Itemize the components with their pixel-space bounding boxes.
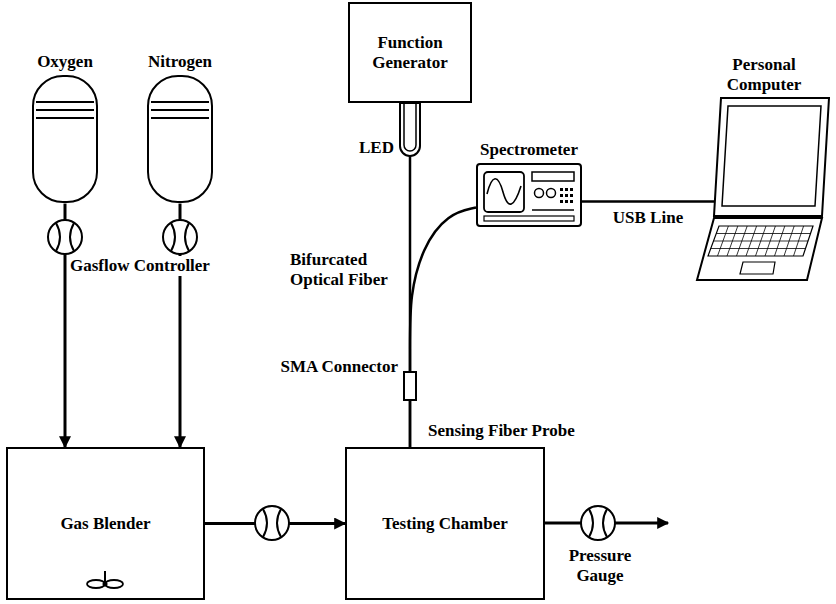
box-title: Gas Blender [60,514,150,534]
device-label: Spectrometer [480,140,578,160]
pressure-gauge-symbol [581,506,615,540]
usb-cable [582,200,714,203]
part-label: Bifurcated Optical Fiber [288,250,404,289]
gas-cylinder: Nitrogen [138,52,222,204]
part-label: SMA Connector [278,357,400,377]
mixer-fan-symbol [87,571,123,588]
part-label: Pressure Gauge [556,546,644,585]
part-label: Gasflow Controller [68,256,212,276]
led-symbol [400,103,420,156]
chamber-box: Testing Chamber [345,447,545,600]
optical-fiber [410,208,476,447]
box-title: Testing Chamber [382,514,507,534]
flow-controller-symbol [48,220,82,254]
gas-cylinder: Oxygen [23,52,107,204]
generator-box: Function Generator [348,2,472,103]
device-label: Oxygen [37,52,93,72]
flow-meter-symbol [255,506,289,540]
edge-label: USB Line [611,208,685,228]
gas-cylinder-drawing [23,74,107,204]
part-label: LED [357,138,396,158]
sma-connector-symbol [404,372,416,400]
gas-cylinder-drawing [138,74,222,204]
computer-icon-drawing [695,96,833,284]
blender-box: Gas Blender [6,447,205,600]
spectrometer-icon: Spectrometer [476,140,582,230]
computer-icon: Personal Computer [695,55,833,284]
box-title: Function Generator [360,33,460,72]
flow-controller-symbol [163,220,197,254]
part-label: Sensing Fiber Probe [426,421,577,441]
spectrometer-icon-drawing [476,162,582,230]
device-label: Nitrogen [148,52,212,72]
device-label: Personal Computer [712,55,816,94]
